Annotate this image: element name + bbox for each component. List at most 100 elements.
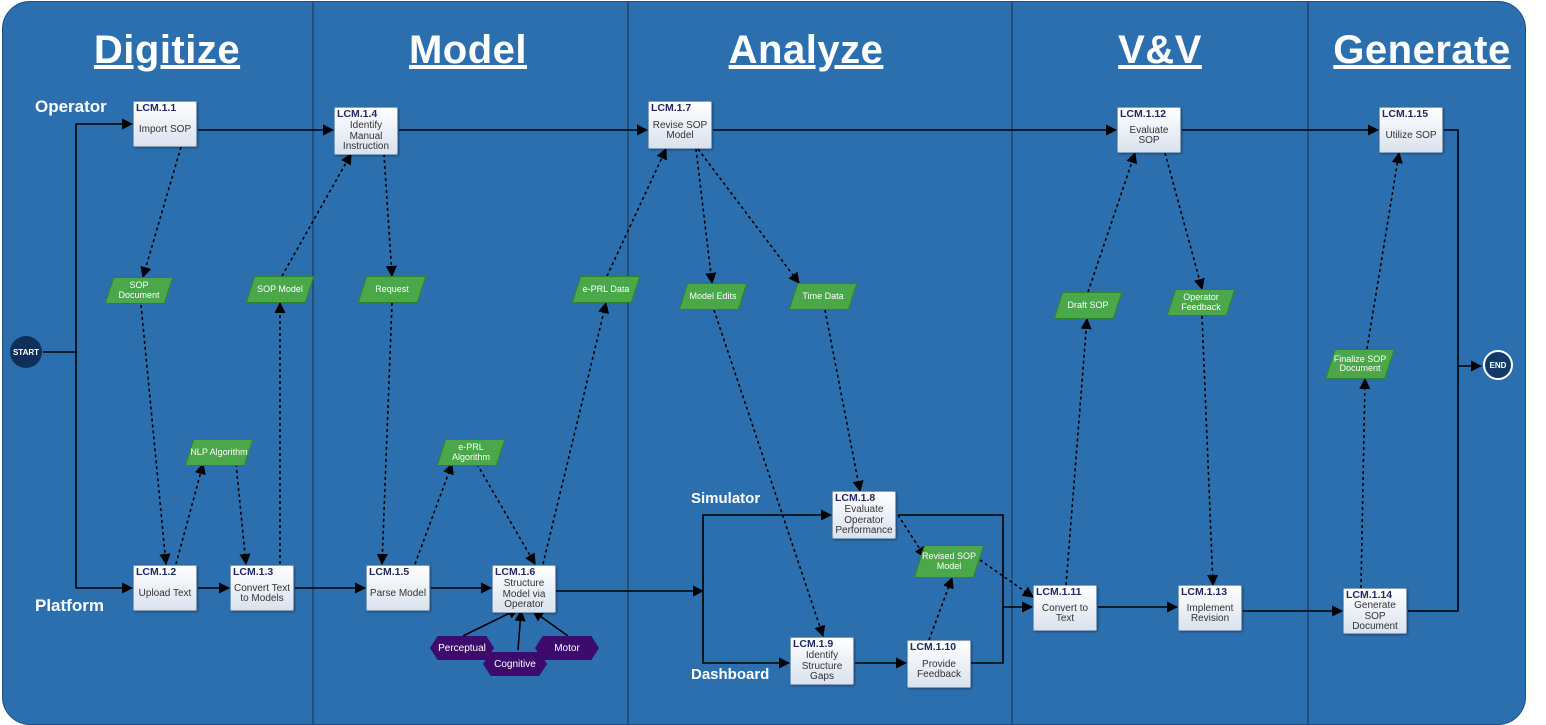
data-connector-2 [140,304,171,566]
process-label: Provide Feedback [917,658,961,680]
factor-cognitive: Cognitive [483,652,547,676]
data-connector-13 [695,148,717,285]
process-id: LCM.1.2 [136,566,177,578]
phase-title-generate: Generate [1333,28,1511,72]
data-connector-25 [1366,151,1403,350]
data-request: Request [357,276,427,303]
process-id: LCM.1.7 [651,102,692,114]
data-sop-model: SOP Model [245,276,315,303]
process-id: LCM.1.10 [910,641,957,653]
process-label: Convert Text to Models [234,582,290,604]
data-label: Draft SOP [1067,299,1109,310]
flow-connector-16 [898,514,1034,613]
process-label: Convert to Text [1041,602,1089,624]
data-connector-18 [979,559,1034,598]
lane-label-simulator: Simulator [691,490,761,507]
phase-title-digitize: Digitize [93,28,241,72]
data-connector-3 [175,462,206,565]
factor-motor: Motor [535,636,599,660]
process-id: LCM.1.3 [233,566,274,578]
connector-layer [43,2,1483,724]
data-draft-sop: Draft SOP [1053,292,1123,319]
data-connector-22 [1164,152,1205,291]
process-label: Evaluate SOP [1129,124,1169,146]
data-connector-8 [376,302,393,566]
flow-connector-14 [702,591,791,669]
process-lcm-1-14: LCM.1.14 Generate SOP Document [1343,588,1407,634]
process-id: LCM.1.14 [1346,589,1393,601]
data-connector-19 [928,576,954,641]
data-label: SOP Model [257,283,303,294]
data-connector-23 [1201,315,1219,587]
process-id: LCM.1.6 [495,566,536,578]
process-lcm-1-1: LCM.1.1 Import SOP [133,101,197,147]
data-connector-20 [1065,317,1092,586]
process-label: Evaluate Operator Performance [835,504,893,537]
start-terminal: START [10,336,42,368]
process-id: LCM.1.5 [369,566,410,578]
process-id: LCM.1.15 [1382,108,1429,120]
flow-connector-2 [75,352,134,594]
factor-perceptual: Perceptual [430,636,494,660]
process-lcm-1-6: LCM.1.6 Structure Model via Operator [492,565,556,613]
data-time-data: Time Data [788,283,858,310]
flow-connector-13 [702,509,833,591]
data-label: Finalize SOP Document [1333,353,1387,373]
process-label: Structure Model via Operator [502,578,546,611]
data-label: Revised SOP Model [921,551,977,571]
data-e-prl-algorithm: e-PRL Algorithm [436,439,506,466]
process-id: LCM.1.13 [1181,586,1228,598]
data-connector-12 [606,147,667,277]
data-connector-6 [281,153,352,277]
process-id: LCM.1.11 [1036,586,1082,598]
phase-title-vv: V&V [1118,28,1202,72]
process-id: LCM.1.1 [136,102,177,114]
flow-connector-10 [1408,129,1459,612]
process-lcm-1-4: LCM.1.4 Identify Manual Instruction [334,107,398,155]
data-connector-16 [824,309,864,493]
data-label: e-PRL Data [582,283,630,294]
process-lcm-1-7: LCM.1.7 Revise SOP Model [648,101,712,149]
process-label: Generate SOP Document [1352,600,1398,633]
data-nlp-algorithm: NLP Algorithm [184,439,254,466]
flow-connector-21 [514,609,526,651]
data-connector-14 [697,148,800,284]
data-model-edits: Model Edits [678,283,748,310]
data-connector-7 [383,153,397,278]
data-finalize-sop-document: Finalize SOP Document [1325,349,1395,379]
phase-title-model: Model [408,28,528,72]
process-lcm-1-9: LCM.1.9 Identify Structure Gaps [790,637,854,685]
data-e-prl-data: e-PRL Data [571,276,641,303]
data-sop-document: SOP Document [104,277,174,304]
process-lcm-1-13: LCM.1.13 Implement Revision [1178,585,1242,631]
process-label: Utilize SOP [1385,129,1437,141]
lane-label-dashboard: Dashboard [691,666,770,683]
data-label: NLP Algorithm [190,446,248,457]
data-connector-15 [713,309,826,638]
process-lcm-1-15: LCM.1.15 Utilize SOP [1379,107,1443,153]
lane-label-platform: Platform [35,596,104,615]
data-revised-sop-model: Revised SOP Model [913,545,985,578]
process-label: Upload Text [138,587,192,599]
flow-connector-22 [532,610,569,637]
process-label: Import SOP [138,123,192,135]
process-lcm-1-10: LCM.1.10 Provide Feedback [907,640,971,688]
process-id: LCM.1.9 [793,638,834,650]
process-label: Identify Manual Instruction [342,120,390,153]
data-connector-24 [1359,377,1371,589]
process-label: Parse Model [369,587,427,599]
data-label: Time Data [802,290,844,301]
lane-label-operator: Operator [35,97,107,116]
end-terminal: END [1483,350,1513,380]
data-label: e-PRL Algorithm [451,442,490,462]
flow-connector-1 [43,118,134,353]
process-id: LCM.1.8 [835,492,876,504]
process-lcm-1-12: LCM.1.12 Evaluate SOP [1117,107,1181,153]
data-connector-17 [897,514,926,558]
data-connector-21 [1087,151,1138,293]
data-connector-4 [235,463,251,566]
phase-dividers [312,2,1309,724]
process-id: LCM.1.12 [1120,108,1167,120]
process-lcm-1-2: LCM.1.2 Upload Text [133,565,197,611]
process-lcm-1-8: LCM.1.8 Evaluate Operator Performance [832,491,896,539]
